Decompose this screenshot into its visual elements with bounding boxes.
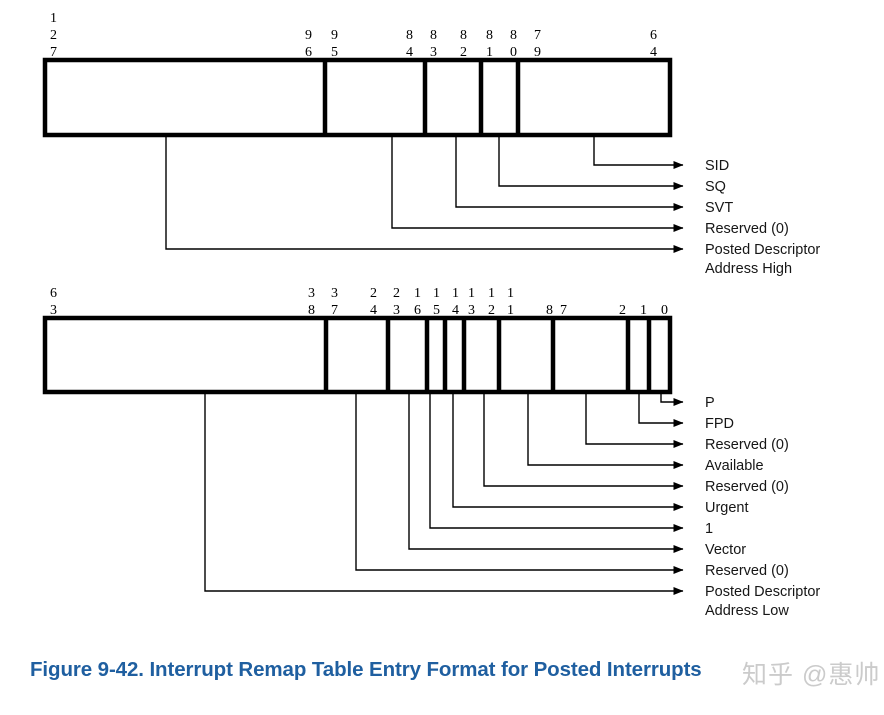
callout-label-fpd: FPD — [705, 416, 734, 432]
callout-label-available: Available — [705, 458, 764, 474]
lower-bit-label-8: 8 — [546, 303, 553, 318]
leader-urgent — [452, 392, 684, 511]
lower-bit-label-37-d2: 7 — [331, 303, 338, 318]
upper-bit-label-80-d2: 0 — [510, 45, 517, 60]
upper-word-box — [42, 57, 673, 138]
leader-sid — [593, 135, 684, 169]
lower-bit-label-24-d2: 4 — [370, 303, 377, 318]
upper-bit-label-96-d1: 9 — [305, 28, 312, 43]
leader-reserved-13-12 — [483, 392, 684, 490]
callout-label-vector: Vector — [705, 542, 746, 558]
lower-word-box — [42, 315, 673, 395]
callout-label-sid: SID — [705, 158, 729, 174]
callout-label-address-high: Address High — [705, 261, 792, 277]
callout-label-reserved-7-2: Reserved (0) — [705, 437, 789, 453]
lower-bit-label-16-d2: 6 — [414, 303, 421, 318]
leader-reserved-upper — [391, 135, 684, 232]
leader-p — [660, 392, 684, 406]
leader-posted-descriptor-address-high — [165, 135, 684, 253]
callout-label-reserved-upper: Reserved (0) — [705, 221, 789, 237]
upper-bit-label-64-d2: 4 — [650, 45, 657, 60]
upper-bit-label-64-d1: 6 — [650, 28, 657, 43]
upper-bit-labels: 1 2 7 9 6 9 5 8 4 8 3 8 2 8 1 8 0 7 — [50, 11, 657, 60]
callout-label-reserved-13-12: Reserved (0) — [705, 479, 789, 495]
callout-label-reserved-37-24: Reserved (0) — [705, 563, 789, 579]
upper-bit-label-95-d2: 5 — [331, 45, 338, 60]
upper-bit-label-127-d1: 1 — [50, 11, 57, 26]
leader-sq — [498, 135, 684, 190]
callout-label-sq: SQ — [705, 179, 726, 195]
lower-bit-label-12-d2: 2 — [488, 303, 495, 318]
upper-bit-label-127-d2: 2 — [50, 28, 57, 43]
callout-label-one: 1 — [705, 521, 713, 537]
lower-bit-label-1: 1 — [640, 303, 647, 318]
lower-bit-label-7: 7 — [560, 303, 567, 318]
lower-callout-labels: P FPD Reserved (0) Available Reserved (0… — [705, 395, 820, 619]
lower-bit-label-38-d1: 3 — [308, 286, 315, 301]
lower-bit-label-15-d1: 1 — [433, 286, 440, 301]
lower-bit-label-23-d2: 3 — [393, 303, 400, 318]
leader-posted-descriptor-address-low — [204, 392, 684, 595]
upper-leader-lines — [165, 135, 684, 253]
lower-bit-label-24-d1: 2 — [370, 286, 377, 301]
lower-bit-label-2: 2 — [619, 303, 626, 318]
lower-bit-label-13-d1: 1 — [468, 286, 475, 301]
leader-reserved-7-2 — [585, 392, 684, 448]
upper-bit-label-82-d2: 2 — [460, 45, 467, 60]
lower-bit-label-38-d2: 8 — [308, 303, 315, 318]
lower-bit-label-13-d2: 3 — [468, 303, 475, 318]
lower-bit-label-12-d1: 1 — [488, 286, 495, 301]
lower-bit-label-11-d2: 1 — [507, 303, 514, 318]
lower-bit-label-23-d1: 2 — [393, 286, 400, 301]
leader-fpd — [638, 392, 684, 427]
lower-bit-label-63-d2: 3 — [50, 303, 57, 318]
lower-bit-label-14-d1: 1 — [452, 286, 459, 301]
leader-reserved-37-24 — [355, 392, 684, 574]
upper-bit-label-83-d1: 8 — [430, 28, 437, 43]
callout-label-posted-descriptor-high: Posted Descriptor — [705, 242, 820, 258]
leader-svt — [455, 135, 684, 211]
upper-bit-label-81-d2: 1 — [486, 45, 493, 60]
upper-bit-label-84-d1: 8 — [406, 28, 413, 43]
lower-bit-labels: 6 3 3 8 3 7 2 4 2 3 1 6 1 5 1 4 1 3 — [50, 286, 668, 318]
callout-label-p: P — [705, 395, 715, 411]
watermark: 知乎 @惠帅 — [742, 661, 881, 689]
callout-label-address-low: Address Low — [705, 603, 789, 619]
leader-one — [429, 392, 684, 532]
lower-bit-label-0: 0 — [661, 303, 668, 318]
upper-bit-label-81-d1: 8 — [486, 28, 493, 43]
upper-bit-label-79-d2: 9 — [534, 45, 541, 60]
upper-bit-label-127-d3: 7 — [50, 45, 57, 60]
callout-label-posted-descriptor-low: Posted Descriptor — [705, 584, 820, 600]
upper-bit-label-96-d2: 6 — [305, 45, 312, 60]
upper-callout-labels: SID SQ SVT Reserved (0) Posted Descripto… — [705, 158, 820, 277]
callout-label-urgent: Urgent — [705, 500, 749, 516]
callout-label-svt: SVT — [705, 200, 733, 216]
leader-available — [527, 392, 684, 469]
upper-bit-label-79-d1: 7 — [534, 28, 541, 43]
upper-bit-label-82-d1: 8 — [460, 28, 467, 43]
upper-bit-label-83-d2: 3 — [430, 45, 437, 60]
upper-bit-label-95-d1: 9 — [331, 28, 338, 43]
lower-bit-label-11-d1: 1 — [507, 286, 514, 301]
figure-caption: Figure 9-42. Interrupt Remap Table Entry… — [30, 658, 702, 681]
leader-vector — [408, 392, 684, 553]
lower-bit-label-63-d1: 6 — [50, 286, 57, 301]
lower-bit-label-37-d1: 3 — [331, 286, 338, 301]
lower-bit-label-16-d1: 1 — [414, 286, 421, 301]
lower-bit-label-14-d2: 4 — [452, 303, 459, 318]
upper-bit-label-80-d1: 8 — [510, 28, 517, 43]
lower-leader-lines — [204, 392, 684, 595]
upper-bit-label-84-d2: 4 — [406, 45, 413, 60]
lower-bit-label-15-d2: 5 — [433, 303, 440, 318]
